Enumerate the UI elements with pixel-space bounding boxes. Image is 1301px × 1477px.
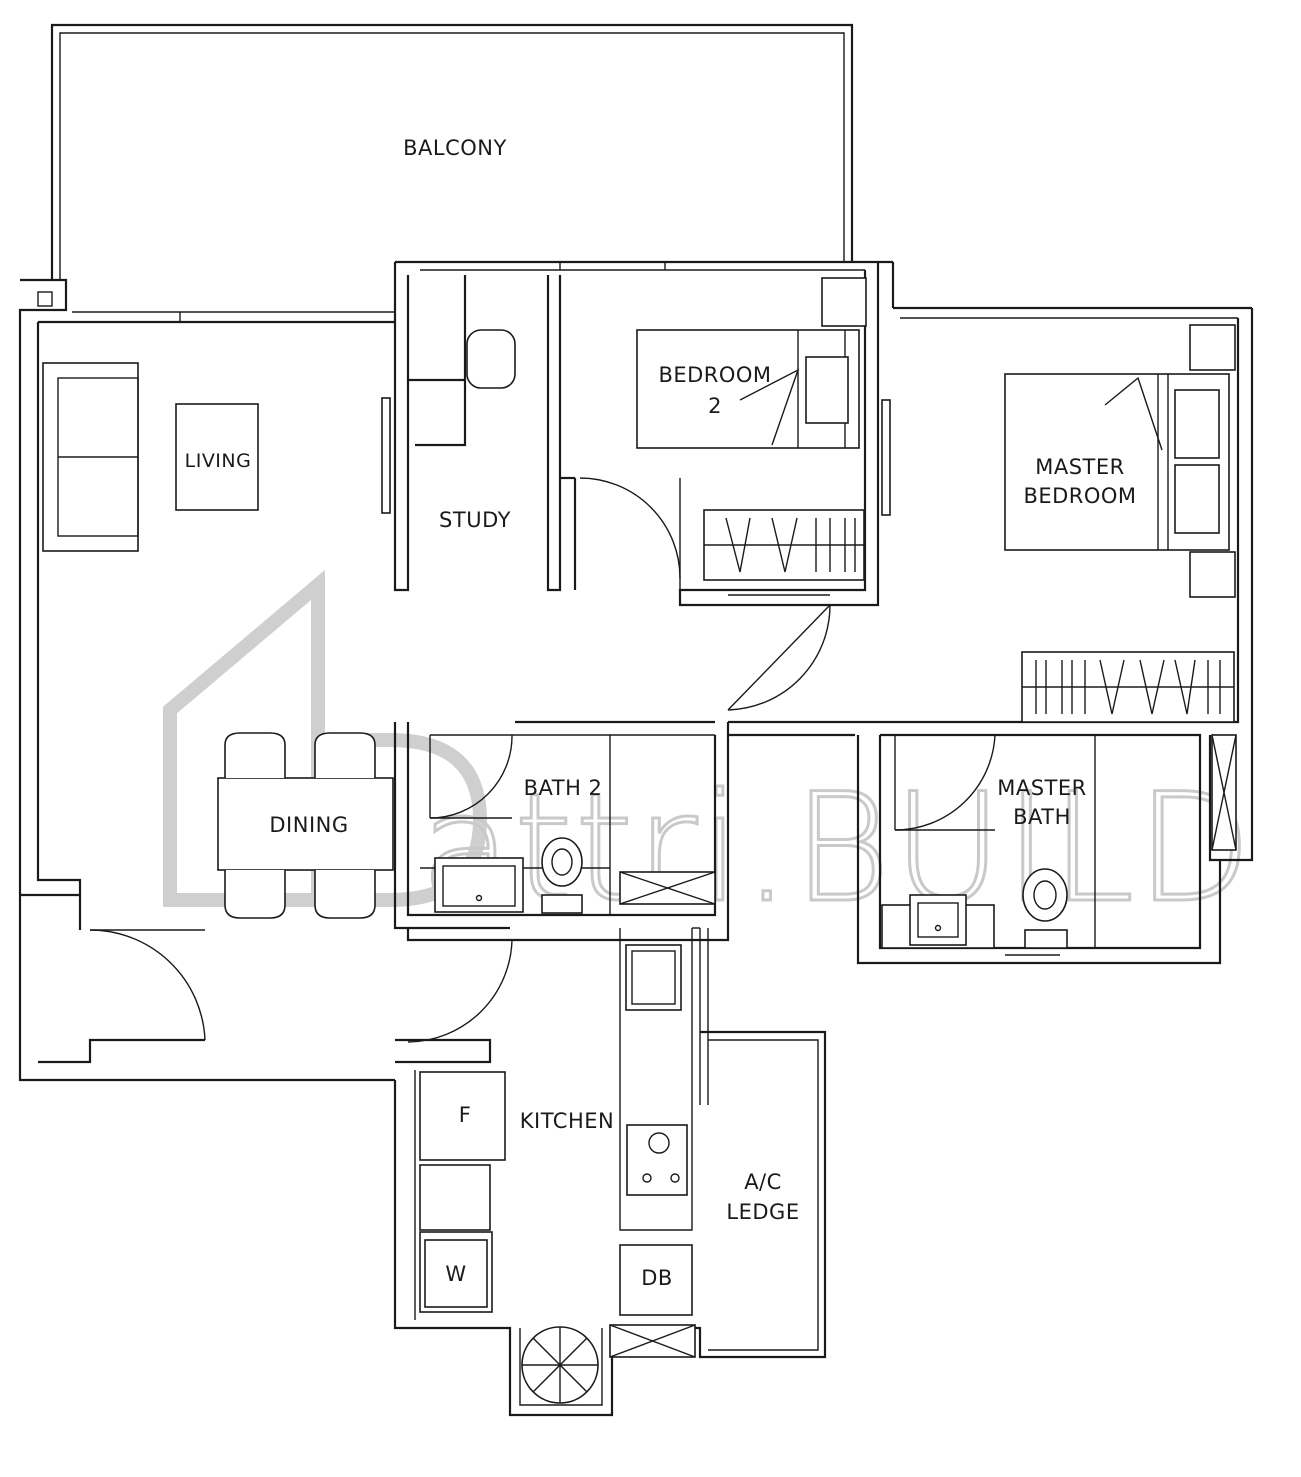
- study-chair-icon: [466, 329, 516, 389]
- room-labels: BALCONY LIVING STUDY BEDROOM 2 MASTER BE…: [185, 136, 1136, 1224]
- label-master-bath-line1: MASTER: [997, 776, 1087, 800]
- label-study: STUDY: [439, 508, 511, 532]
- label-ac-ledge-line2: LEDGE: [726, 1200, 799, 1224]
- kitchen-fixtures: [408, 926, 709, 1404]
- label-master-bedroom-line1: MASTER: [1035, 455, 1125, 479]
- label-ac-ledge-line1: A/C: [744, 1170, 782, 1194]
- dining-chair-icon: [224, 732, 286, 778]
- master-bath-walls: [856, 733, 1222, 965]
- dining-chair-icon: [314, 870, 376, 919]
- balcony-outline: [50, 23, 854, 280]
- label-master-bath-line2: BATH: [1013, 805, 1071, 829]
- label-bedroom2-line1: BEDROOM: [658, 363, 771, 387]
- label-kitchen: KITCHEN: [520, 1109, 615, 1133]
- dining-furniture: [217, 732, 394, 919]
- dining-table-icon: [217, 777, 394, 871]
- label-master-bedroom-line2: BEDROOM: [1023, 484, 1136, 508]
- study-bedroom2-walls: [381, 260, 893, 607]
- label-living: LIVING: [185, 450, 252, 472]
- watermark-d-icon: [333, 733, 488, 907]
- label-distribution-board: DB: [641, 1266, 673, 1290]
- bath2-walls: [393, 722, 730, 942]
- label-balcony: BALCONY: [403, 136, 507, 160]
- doors: [89, 477, 996, 1043]
- label-fridge: F: [459, 1103, 472, 1127]
- dining-chair-icon: [314, 732, 376, 778]
- study-furniture: [466, 329, 516, 389]
- pillow-icon: [805, 356, 849, 424]
- dining-chair-icon: [224, 870, 286, 919]
- pillow-icon: [1174, 464, 1220, 534]
- bedroom2-furniture: [636, 329, 865, 581]
- label-washer: W: [445, 1262, 466, 1286]
- living-furniture: [42, 362, 259, 552]
- pillow-icon: [1174, 389, 1220, 459]
- outer-walls: [18, 278, 827, 1417]
- label-bath2: BATH 2: [524, 776, 603, 800]
- label-dining: DINING: [269, 813, 348, 837]
- corridor-walls: [515, 720, 1222, 737]
- master-bedroom-furniture: [1004, 373, 1235, 723]
- fixture-labels: F W DB: [445, 1103, 672, 1290]
- label-bedroom2-line2: 2: [708, 394, 722, 418]
- coffee-table-icon: [175, 403, 259, 511]
